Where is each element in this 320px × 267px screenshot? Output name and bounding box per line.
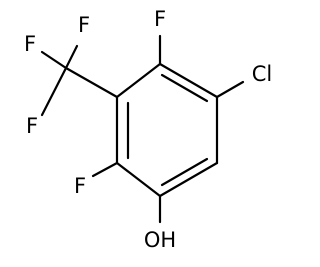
atom-label-cf3-f3: F bbox=[26, 114, 38, 138]
bond-cf3-f3 bbox=[40, 66, 68, 117]
chemical-structure: F Cl F F F F OH bbox=[24, 7, 272, 252]
bond-c2-cl bbox=[215, 80, 245, 99]
atom-label-cl: Cl bbox=[252, 62, 273, 86]
bond-c5-f bbox=[91, 161, 119, 178]
substituent-bonds bbox=[40, 34, 245, 224]
bond-ring-c6-c1 bbox=[115, 62, 162, 99]
atom-label-f-left: F bbox=[74, 174, 86, 198]
bond-ring-double-c3-c4 bbox=[160, 157, 209, 187]
bond-cf3-f2 bbox=[64, 44, 79, 70]
bond-ring-c1-c2 bbox=[158, 62, 219, 99]
benzene-ring bbox=[115, 62, 219, 198]
bond-ring-c3-c4 bbox=[158, 161, 219, 198]
bond-cf3-f1 bbox=[40, 50, 68, 70]
atom-label-f-top: F bbox=[154, 7, 166, 31]
bond-ring-double-c1-c2 bbox=[160, 73, 209, 103]
atom-label-cf3-f2: F bbox=[78, 13, 90, 37]
atom-label-oh: OH bbox=[144, 228, 176, 252]
bond-ring-c4-c5 bbox=[115, 161, 162, 198]
bond-c6-cf3 bbox=[64, 66, 119, 99]
atom-label-cf3-f1: F bbox=[24, 32, 36, 56]
atom-labels: F Cl F F F F OH bbox=[24, 7, 272, 252]
